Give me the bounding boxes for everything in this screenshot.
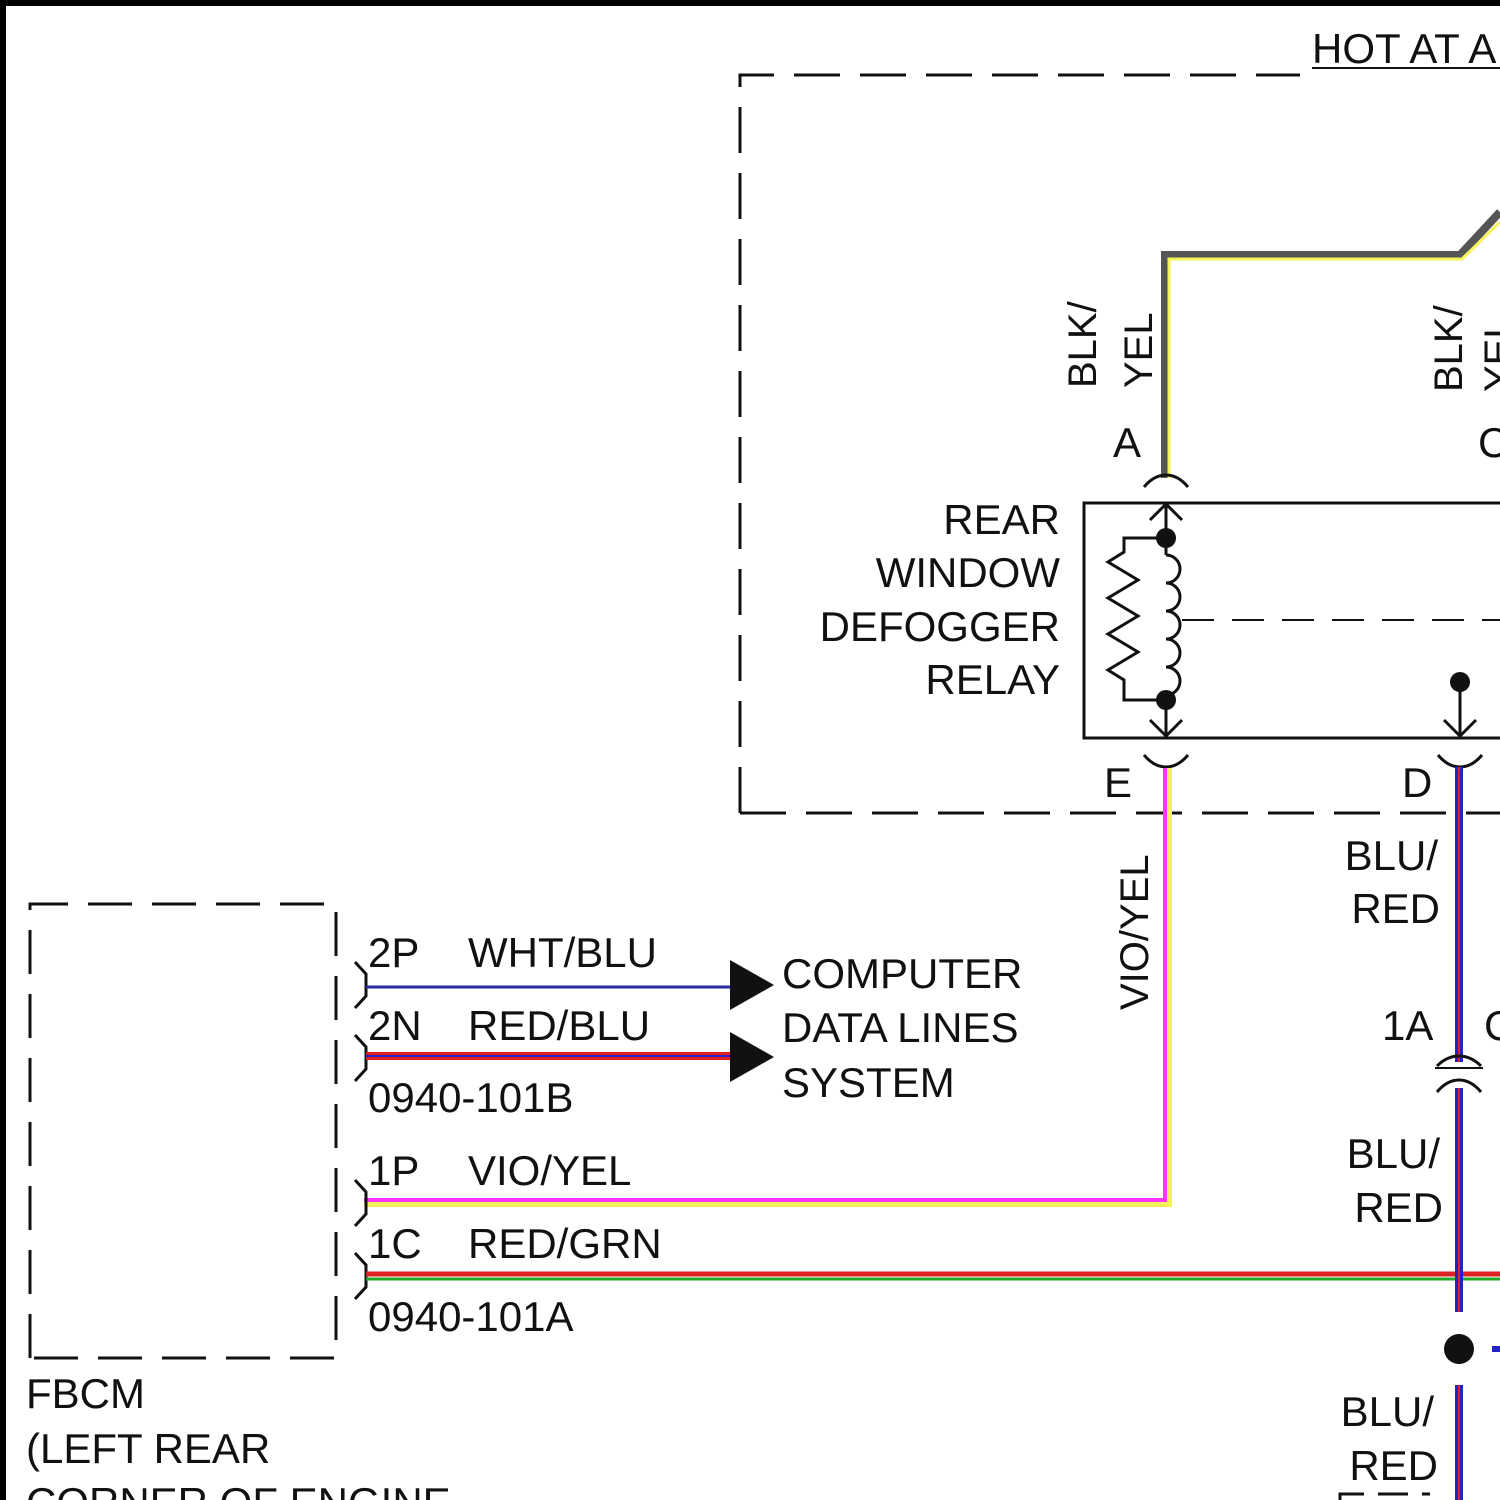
wire-red-grn bbox=[366, 1274, 1500, 1279]
wire-a-label-line2: YEL bbox=[1117, 312, 1161, 388]
fbcm-pin-1p: 1P bbox=[368, 1147, 419, 1194]
pin-d-label: D bbox=[1402, 759, 1432, 806]
fbcm-wire-1c: RED/GRN bbox=[468, 1220, 662, 1267]
right-wire-1-line1: BLU/ bbox=[1347, 1130, 1441, 1177]
fbcm-pin-1c-connector bbox=[355, 1253, 366, 1299]
relay-coil bbox=[1108, 528, 1180, 710]
wire-e-label: VIO/YEL bbox=[1113, 854, 1157, 1010]
right-wire-2-line1: BLU/ bbox=[1341, 1388, 1435, 1435]
pin-c-label: C bbox=[1478, 419, 1500, 466]
wire-c-label-line2: YEL bbox=[1477, 316, 1500, 392]
wire-d-label-line2: RED bbox=[1351, 885, 1440, 932]
computer-data-lines-3: SYSTEM bbox=[782, 1059, 955, 1106]
fbcm-pin-2n: 2N bbox=[368, 1002, 422, 1049]
fbcm-wire-2n: RED/BLU bbox=[468, 1002, 650, 1049]
fbcm-title-1: FBCM bbox=[26, 1370, 145, 1417]
fbcm-wire-1p: VIO/YEL bbox=[468, 1147, 631, 1194]
fbcm-connector-a: 0940-101A bbox=[368, 1293, 574, 1340]
hot-at-label: HOT AT A bbox=[1312, 25, 1496, 72]
arrow-data-line-2 bbox=[730, 1032, 774, 1082]
right-wire-1-line2: RED bbox=[1354, 1184, 1443, 1231]
bottom-right-dashed bbox=[1340, 1494, 1430, 1500]
wire-c-label-line1: BLK/ bbox=[1427, 304, 1471, 392]
right-wire-2-line2: RED bbox=[1349, 1442, 1438, 1489]
fbcm-wire-2p: WHT/BLU bbox=[468, 929, 657, 976]
wire-d-label-line1: BLU/ bbox=[1345, 832, 1439, 879]
fbcm-title-3: CORNER OF ENGINE bbox=[26, 1479, 451, 1500]
arrow-pin-e bbox=[1150, 700, 1182, 737]
connector-1a-label: 1A bbox=[1382, 1002, 1433, 1049]
connector-pin-e bbox=[1144, 755, 1188, 767]
connector-1a-partial: C bbox=[1484, 1002, 1500, 1049]
pin-e-label: E bbox=[1104, 759, 1132, 806]
arrow-data-line-1 bbox=[730, 960, 774, 1010]
relay-title-1: REAR bbox=[943, 496, 1060, 543]
fbcm-pin-2n-connector bbox=[355, 1035, 366, 1081]
fbcm-title-2: (LEFT REAR bbox=[26, 1425, 270, 1472]
splice-dot bbox=[1444, 1334, 1474, 1364]
fbcm-enclosure-dashed bbox=[30, 904, 336, 1358]
fbcm-connector-b: 0940-101B bbox=[368, 1074, 574, 1121]
wire-a-label-line1: BLK/ bbox=[1061, 300, 1105, 388]
relay-title-4: RELAY bbox=[925, 656, 1060, 703]
arrow-pin-d bbox=[1444, 682, 1476, 737]
fbcm-pin-2p-connector bbox=[355, 962, 366, 1008]
connector-pin-d bbox=[1438, 755, 1482, 767]
pin-a-label: A bbox=[1113, 419, 1141, 466]
fbcm-pin-1c: 1C bbox=[368, 1220, 422, 1267]
fbcm-pin-2p: 2P bbox=[368, 929, 419, 976]
relay-title-3: DEFOGGER bbox=[820, 603, 1060, 650]
computer-data-lines-1: COMPUTER bbox=[782, 950, 1022, 997]
computer-data-lines-2: DATA LINES bbox=[782, 1004, 1019, 1051]
relay-title-2: WINDOW bbox=[876, 549, 1061, 596]
